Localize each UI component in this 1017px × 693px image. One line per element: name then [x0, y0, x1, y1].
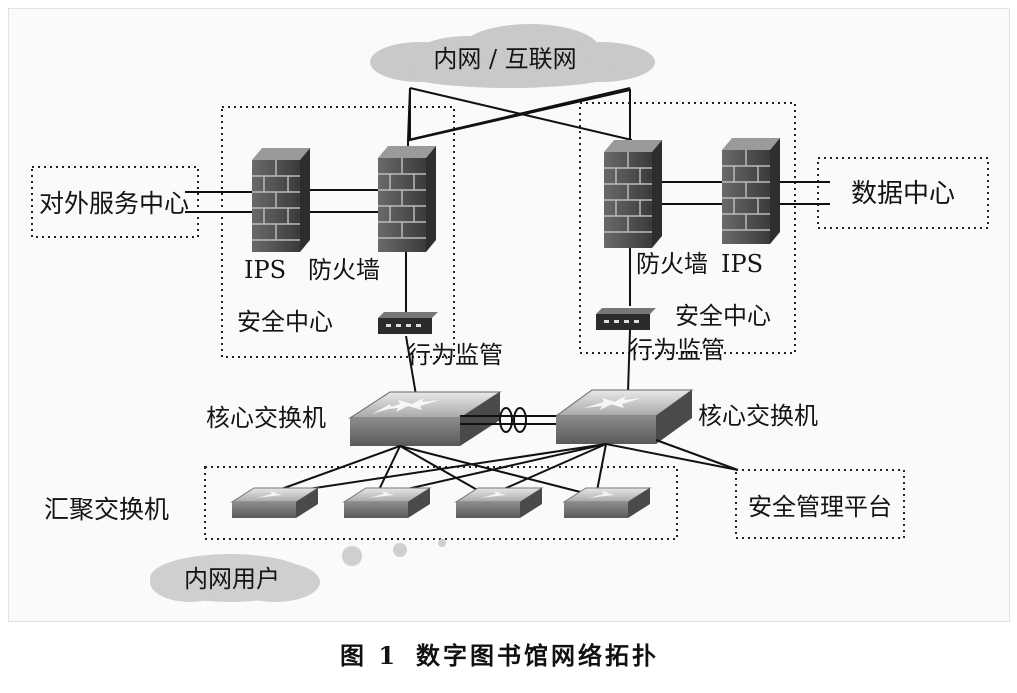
left-firewall-icon — [378, 146, 436, 252]
figure-caption: 图 1 数字图书馆网络拓扑 — [0, 636, 1017, 671]
right-core-switch-icon — [554, 389, 694, 444]
external-service-box — [31, 166, 199, 238]
figure-number: 图 1 — [339, 641, 399, 670]
left-ips-icon — [252, 148, 310, 252]
external-service-label: 对外服务中心 — [39, 189, 189, 218]
right-core-switch-label: 核心交换机 — [698, 402, 818, 430]
aggregation-switch-4 — [562, 487, 652, 518]
security-mgmt-box — [735, 469, 905, 539]
vertical-links — [405, 248, 631, 396]
aggregation-switch-1 — [230, 487, 320, 518]
aggregation-switch-3 — [454, 487, 544, 518]
security-mgmt-label: 安全管理平台 — [748, 493, 892, 521]
right-security-label: 安全中心 — [675, 302, 771, 330]
right-behavior-monitor-icon — [596, 308, 656, 330]
figure-caption-text: 数字图书馆网络拓扑 — [416, 641, 660, 670]
left-behavior-label: 行为监管 — [407, 341, 503, 369]
left-core-switch-icon — [348, 391, 502, 446]
intranet-users-cloud: 内网用户 — [150, 539, 446, 602]
data-center-box — [817, 157, 989, 229]
left-security-zone — [221, 106, 455, 358]
aggregation-zone — [204, 466, 678, 540]
uplink-lines — [407, 87, 633, 150]
right-firewall-label: 防火墙 — [636, 250, 708, 278]
intranet-users-label: 内网用户 — [184, 565, 280, 593]
right-security-zone — [579, 102, 796, 354]
left-behavior-monitor-icon — [378, 312, 438, 334]
left-firewall-label: 防火墙 — [308, 256, 380, 284]
right-firewall-icon — [604, 140, 662, 248]
left-ips-label: IPS — [244, 256, 286, 284]
left-security-label: 安全中心 — [237, 308, 333, 336]
aggregation-label: 汇聚交换机 — [44, 495, 169, 524]
right-ips-label: IPS — [721, 250, 763, 278]
data-center-label: 数据中心 — [851, 179, 955, 209]
internet-cloud: 内网 / 互联网 — [370, 24, 655, 88]
aggregation-links — [261, 439, 739, 497]
left-core-switch-label: 核心交换机 — [206, 404, 326, 432]
right-behavior-label: 行为监管 — [629, 336, 725, 364]
core-interlink — [460, 407, 556, 433]
right-ips-icon — [722, 138, 780, 244]
internet-label: 内网 / 互联网 — [433, 45, 576, 73]
aggregation-switch-2 — [342, 487, 432, 518]
